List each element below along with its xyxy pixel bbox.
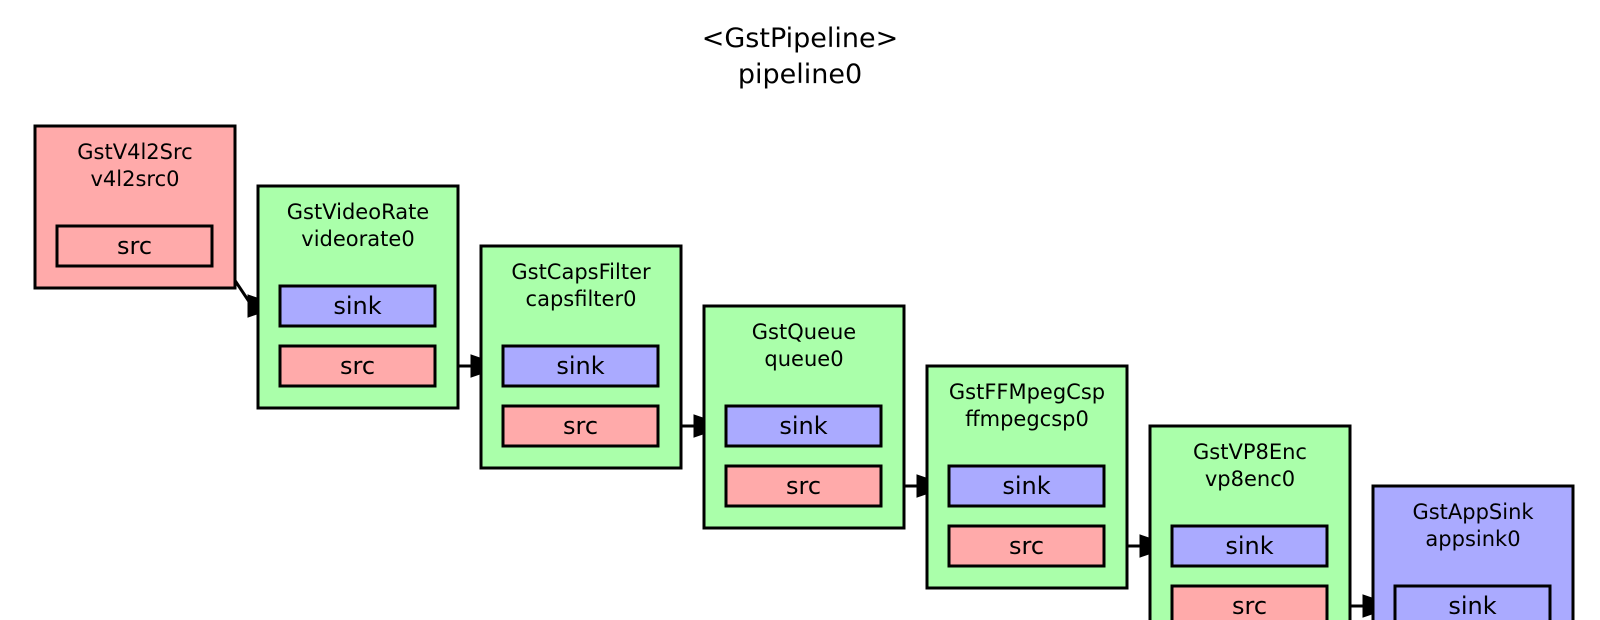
pad-box xyxy=(501,404,660,448)
pad-box xyxy=(724,404,883,448)
sink-pad-videorate0[interactable]: sink xyxy=(278,284,437,328)
pad-box xyxy=(724,464,883,508)
pad-label: sink xyxy=(556,352,604,380)
pad-label: src xyxy=(1232,592,1267,620)
sink-pad-appsink0[interactable]: sink xyxy=(1393,584,1552,620)
pad-label: src xyxy=(563,412,598,440)
pad-box xyxy=(1170,584,1329,620)
element-instance-name: v4l2src0 xyxy=(90,167,179,191)
pad-label: sink xyxy=(1225,532,1273,560)
src-pad-videorate0[interactable]: src xyxy=(278,344,437,388)
element-capsfilter0[interactable]: GstCapsFilter capsfilter0 sink src xyxy=(479,244,683,470)
pad-box xyxy=(947,524,1106,568)
elements-layer: GstV4l2Src v4l2src0 src GstVideoRate videora… xyxy=(33,124,1575,620)
pad-box xyxy=(501,344,660,388)
pad-box xyxy=(278,344,437,388)
element-type-name: GstCapsFilter xyxy=(511,260,651,284)
pad-box xyxy=(55,224,214,268)
pad-label: src xyxy=(340,352,375,380)
pad-label: src xyxy=(786,472,821,500)
sink-pad-vp8enc0[interactable]: sink xyxy=(1170,524,1329,568)
element-instance-name: vp8enc0 xyxy=(1205,467,1295,491)
element-v4l2src0[interactable]: GstV4l2Src v4l2src0 src xyxy=(33,124,237,290)
element-appsink0[interactable]: GstAppSink appsink0 sink xyxy=(1371,484,1575,620)
pad-box xyxy=(1170,524,1329,568)
sink-pad-ffmpegcsp0[interactable]: sink xyxy=(947,464,1106,508)
element-queue0[interactable]: GstQueue queue0 sink src xyxy=(702,304,906,530)
pad-label: sink xyxy=(333,292,381,320)
element-type-name: GstVP8Enc xyxy=(1193,440,1307,464)
pad-label: sink xyxy=(779,412,827,440)
pad-label: sink xyxy=(1002,472,1050,500)
element-type-name: GstQueue xyxy=(752,320,856,344)
element-vp8enc0[interactable]: GstVP8Enc vp8enc0 sink src xyxy=(1148,424,1352,620)
element-type-name: GstV4l2Src xyxy=(77,140,192,164)
pad-label: sink xyxy=(1448,592,1496,620)
element-type-name: GstFFMpegCsp xyxy=(949,380,1105,404)
pipeline-instance-name: pipeline0 xyxy=(738,59,862,90)
sink-pad-queue0[interactable]: sink xyxy=(724,404,883,448)
element-type-name: GstAppSink xyxy=(1412,500,1534,524)
src-pad-capsfilter0[interactable]: src xyxy=(501,404,660,448)
element-ffmpegcsp0[interactable]: GstFFMpegCsp ffmpegcsp0 sink src xyxy=(925,364,1129,590)
element-type-name: GstVideoRate xyxy=(287,200,429,224)
pad-label: src xyxy=(117,232,152,260)
element-videorate0[interactable]: GstVideoRate videorate0 sink src xyxy=(256,184,460,410)
src-pad-vp8enc0[interactable]: src xyxy=(1170,584,1329,620)
src-pad-queue0[interactable]: src xyxy=(724,464,883,508)
pad-box xyxy=(278,284,437,328)
pad-box xyxy=(1393,584,1552,620)
element-instance-name: appsink0 xyxy=(1425,527,1520,551)
pipeline-header: <GstPipeline> pipeline0 xyxy=(702,23,899,90)
element-instance-name: ffmpegcsp0 xyxy=(965,407,1089,431)
element-instance-name: capsfilter0 xyxy=(526,287,637,311)
pad-label: src xyxy=(1009,532,1044,560)
pipeline-type-name: <GstPipeline> xyxy=(702,23,899,54)
element-instance-name: queue0 xyxy=(764,347,843,371)
sink-pad-capsfilter0[interactable]: sink xyxy=(501,344,660,388)
src-pad-ffmpegcsp0[interactable]: src xyxy=(947,524,1106,568)
src-pad-v4l2src0[interactable]: src xyxy=(55,224,214,268)
element-instance-name: videorate0 xyxy=(301,227,414,251)
pad-box xyxy=(947,464,1106,508)
